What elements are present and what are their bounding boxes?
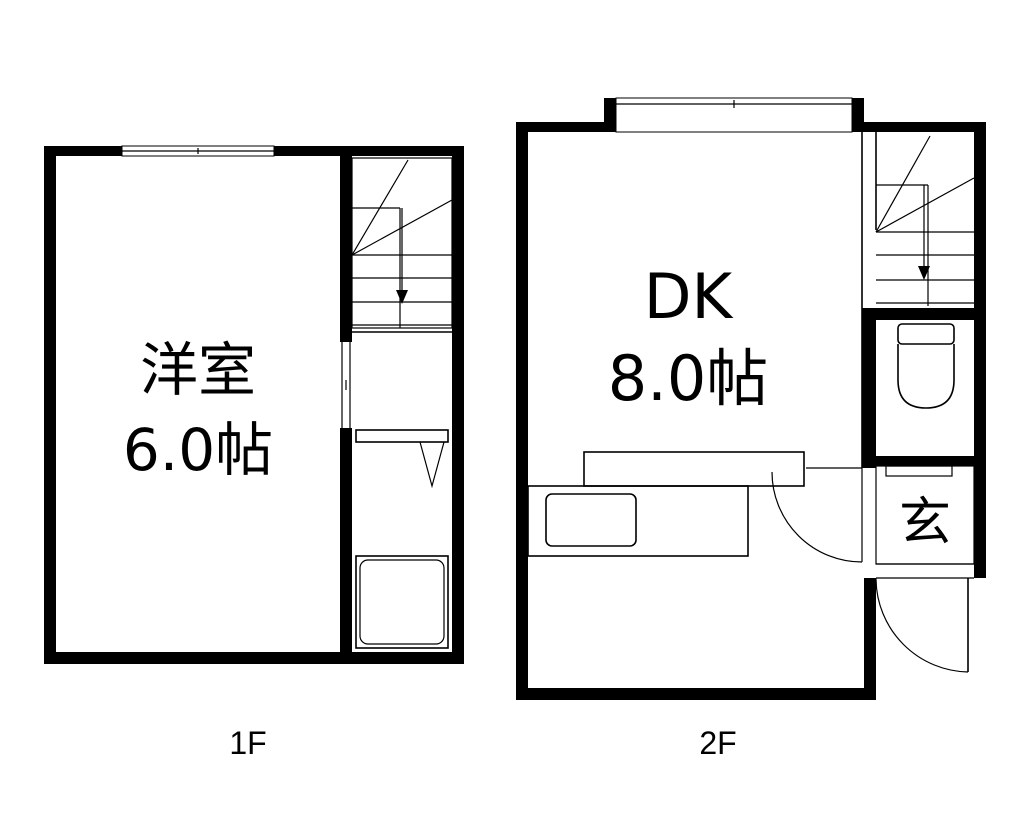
wall-1f-bottom <box>44 652 464 664</box>
dk-door-2f <box>771 467 863 563</box>
wall-2f-top-notch-left <box>604 98 616 132</box>
wall-2f-top-left <box>516 122 608 132</box>
wall-1f-interior-lower <box>340 428 352 664</box>
wall-2f-bottom <box>516 688 876 700</box>
wall-1f-right <box>452 146 464 664</box>
bathtub-1f <box>355 555 449 649</box>
entrance-door-2f <box>875 578 969 673</box>
floor-label-2f: 2F <box>699 725 736 761</box>
floor-label-1f: 1F <box>229 725 266 761</box>
stairs-2f <box>875 135 975 306</box>
wall-2f-top-right <box>852 122 986 132</box>
toilet-2f <box>897 323 955 409</box>
wall-2f-right <box>974 122 986 578</box>
floor-2f-plan: 玄 DK 8.0帖 <box>516 97 986 700</box>
window-1f-top <box>121 145 275 157</box>
room-1f-name: 洋室 <box>140 336 256 404</box>
room-2f-name: DK <box>644 260 734 333</box>
window-2f-top <box>615 97 853 133</box>
room-2f-entrance-label: 玄 <box>899 493 951 553</box>
wall-1f-interior-upper <box>340 146 352 342</box>
kitchen-counter-2f <box>527 451 805 557</box>
wall-2f-toilet-left <box>862 308 876 468</box>
room-1f-size: 6.0帖 <box>123 416 273 484</box>
counter-1f <box>355 429 449 489</box>
floor-1f-plan: 洋室 6.0帖 <box>44 145 464 664</box>
wall-2f-left <box>516 122 528 700</box>
stairs-1f <box>351 157 453 329</box>
wall-1f-left <box>44 146 56 664</box>
wall-2f-right-lower <box>864 578 876 700</box>
wall-2f-toilet-bottom <box>862 456 986 466</box>
room-2f-size: 8.0帖 <box>608 342 769 415</box>
sliding-door-1f <box>340 342 352 428</box>
wall-2f-toilet-top <box>862 308 986 320</box>
entrance-2f <box>875 465 975 579</box>
